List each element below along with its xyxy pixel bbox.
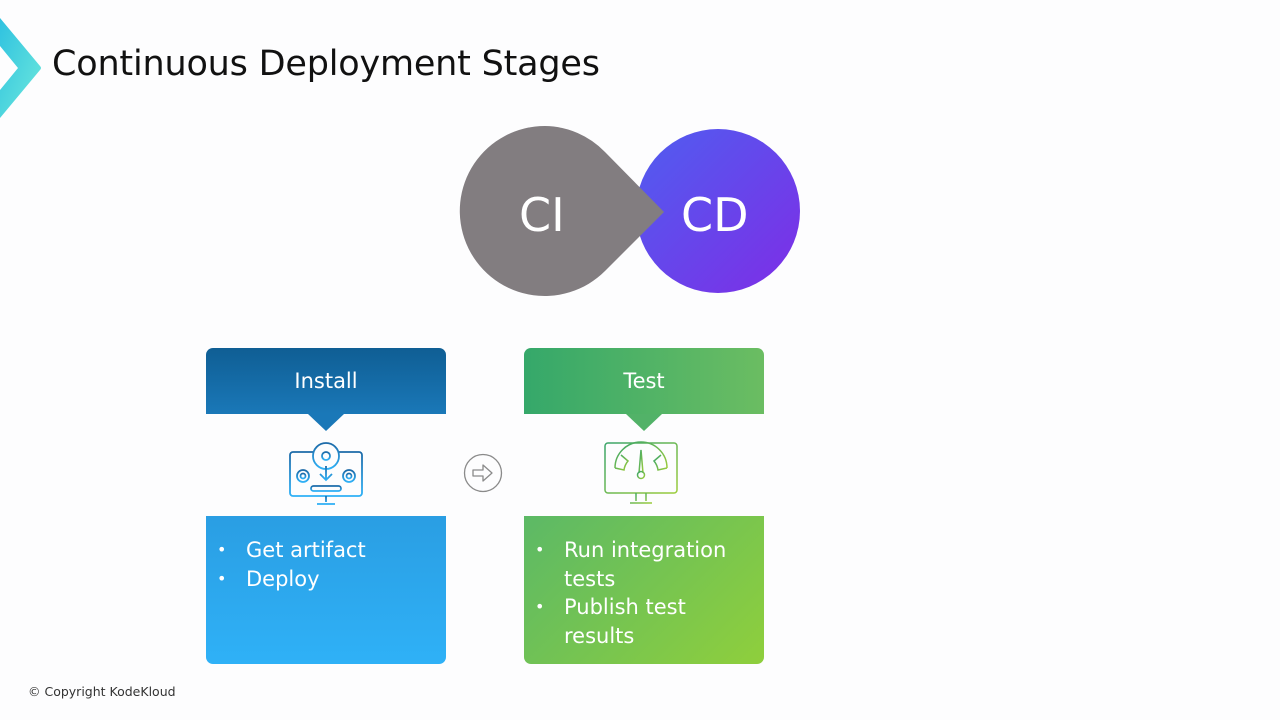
logo-chevron-icon	[0, 18, 41, 118]
ci-drop	[459, 125, 664, 296]
ci-cd-graphic	[459, 125, 800, 296]
stage-body-install: •Get artifact •Deploy	[206, 516, 446, 664]
cd-circle	[636, 129, 800, 293]
list-item: •Publish test results	[535, 595, 686, 648]
stage-header-test: Test	[524, 348, 764, 431]
ci-label: CI	[519, 188, 565, 242]
header-notch	[626, 414, 662, 431]
list-item: •Deploy	[214, 565, 436, 594]
stage-item-list: •Get artifact •Deploy	[214, 536, 436, 593]
bullet: •	[217, 540, 227, 559]
copyright-footer: © Copyright KodeKloud	[28, 684, 176, 699]
speedometer-monitor-icon	[604, 441, 678, 504]
page-title: Continuous Deployment Stages	[52, 44, 600, 84]
bullet: •	[217, 568, 227, 588]
stage-title: Test	[623, 369, 665, 393]
arrow-right-circle-icon	[463, 453, 503, 493]
stage-header-install: Install	[206, 348, 446, 431]
install-monitor-icon	[289, 442, 363, 505]
header-notch	[308, 414, 344, 431]
list-item: •Get artifact	[214, 536, 436, 565]
list-item: •Run integration tests	[535, 538, 727, 591]
stage-item-list: •Run integration tests •Publish test res…	[532, 536, 754, 650]
stage-body-test: •Run integration tests •Publish test res…	[524, 516, 764, 664]
bullet: •	[535, 597, 545, 616]
bullet: •	[535, 540, 545, 559]
cd-label: CD	[681, 188, 749, 242]
stage-title: Install	[294, 369, 358, 393]
